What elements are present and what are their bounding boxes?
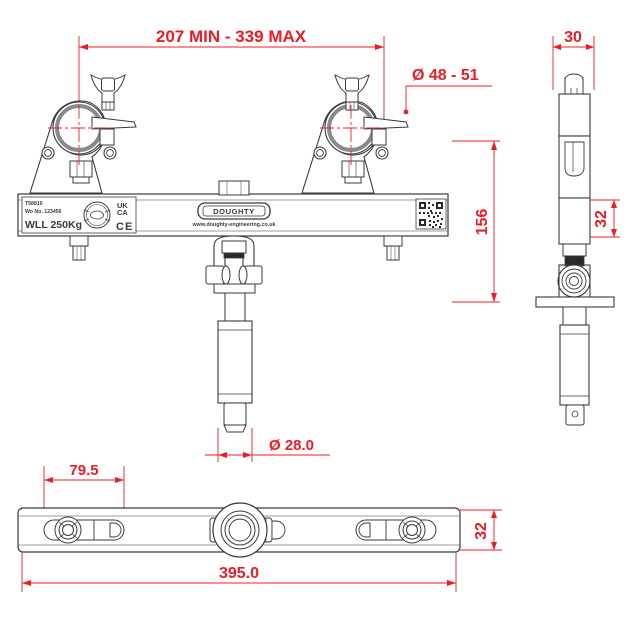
dimension-side-width-30: 30 (552, 29, 595, 90)
dimension-span-min-max: 207 MIN - 339 MAX (78, 27, 385, 130)
side-elevation-view: 30 32 (535, 29, 620, 426)
dimension-side-thickness-label: 32 (593, 210, 610, 228)
label-part-number: T58810 (25, 201, 43, 207)
ukca-line1: UK (117, 201, 128, 210)
side-drop-tube (559, 306, 590, 426)
side-yoke (557, 243, 591, 304)
truss-clamp-left (28, 74, 138, 195)
dimension-plan-overall-label: 395.0 (219, 565, 259, 582)
dimension-tube-diameter: Ø 28.0 (205, 428, 330, 462)
brand-name: DOUGHTY (213, 207, 255, 216)
drop-tube (217, 292, 253, 433)
label-plate: T58810 Wo No. 123456 WLL 250Kg UK CA CE (21, 196, 137, 234)
front-elevation-view: Ø 48 - 51 T58810 Wo No. 123456 WLL 250Kg (17, 67, 500, 462)
dimension-plan-width-label: 32 (473, 522, 490, 540)
dimension-height-156-label: 156 (474, 209, 491, 236)
dimension-tube-diameter-label: Ø 28.0 (269, 437, 314, 454)
pivot-yoke (205, 235, 263, 294)
label-work-order: Wo No. 123456 (25, 209, 62, 215)
dimension-plan-offset: 79.5 (43, 462, 125, 512)
stud-bolt-right (383, 235, 403, 261)
dimension-side-width-label: 30 (564, 29, 582, 46)
brand-plate: DOUGHTY www.doughty-engineering.co.uk (191, 202, 276, 228)
circular-test-stamp (83, 201, 111, 229)
ukca-line2: CA (117, 208, 128, 217)
dimension-height-156: 156 (452, 140, 500, 303)
dimension-span-label: 207 MIN - 339 MAX (156, 27, 307, 46)
dimension-clamp-bore: Ø 48 - 51 (403, 67, 492, 115)
qr-code-icon (415, 198, 447, 230)
side-cross-beam (535, 296, 615, 308)
plan-clamp-pad-left (43, 516, 125, 544)
label-wll: WLL 250Kg (25, 219, 82, 231)
dimension-side-thickness-32: 32 (590, 199, 620, 238)
plan-clamp-pad-right (355, 516, 437, 544)
dimension-plan-offset-label: 79.5 (69, 462, 98, 479)
top-hex-nut (218, 180, 250, 196)
plan-center-boss (209, 502, 286, 558)
stud-bolt-left (69, 235, 89, 261)
dimension-plan-width-32: 32 (460, 509, 502, 551)
plan-view: 79.5 (17, 462, 502, 592)
dimension-bore-label: Ø 48 - 51 (412, 67, 479, 84)
truss-clamp-right (300, 74, 410, 195)
dimension-plan-overall: 395.0 (21, 552, 457, 592)
ukca-ce-marks: UK CA CE (116, 201, 133, 233)
side-wing-nut (564, 73, 584, 95)
ce-mark: CE (116, 221, 133, 233)
brand-website: www.doughty-engineering.co.uk (191, 222, 275, 228)
side-clamp-column (558, 93, 591, 245)
